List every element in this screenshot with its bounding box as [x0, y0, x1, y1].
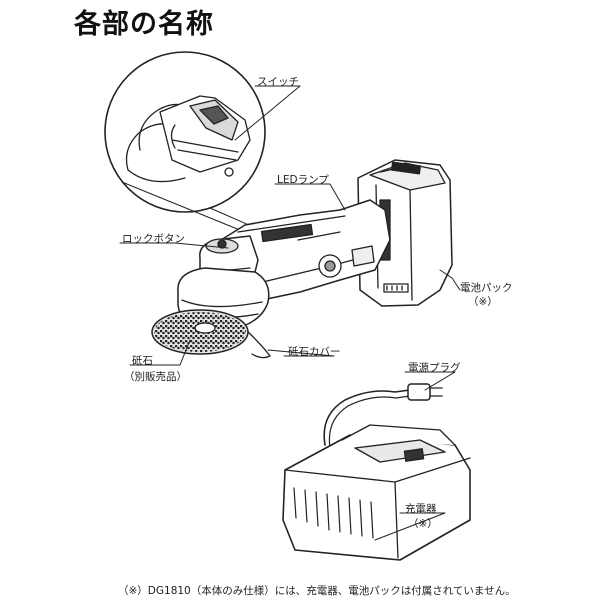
- page-title: 各部の名称: [74, 9, 214, 40]
- label-wheel: 砥石: [132, 355, 153, 367]
- label-wheel-note: （別販売品）: [124, 371, 187, 383]
- label-lock-button: ロックボタン: [122, 233, 185, 245]
- label-led-lamp: LEDランプ: [277, 174, 329, 186]
- label-wheel-cover: 砥石カバー: [288, 346, 341, 358]
- charger-drawing: [282, 424, 471, 561]
- footnote: （※）DG1810（本体のみ仕様）には、充電器、電池パックは付属されていません。: [118, 585, 516, 597]
- grinder-drawing: [151, 199, 391, 359]
- switch-detail-inset: [104, 51, 266, 236]
- label-power-plug: 電源プラグ: [408, 362, 461, 374]
- label-battery-pack: 電池パック: [460, 282, 513, 294]
- label-battery-note: （※）: [468, 296, 498, 308]
- label-charger: 充電器: [405, 503, 437, 515]
- label-charger-note: （※）: [408, 518, 438, 530]
- battery-pack-drawing: [357, 159, 453, 307]
- power-cord-drawing: [323, 383, 443, 449]
- label-switch: スイッチ: [257, 76, 299, 88]
- leader-lines: [119, 85, 461, 541]
